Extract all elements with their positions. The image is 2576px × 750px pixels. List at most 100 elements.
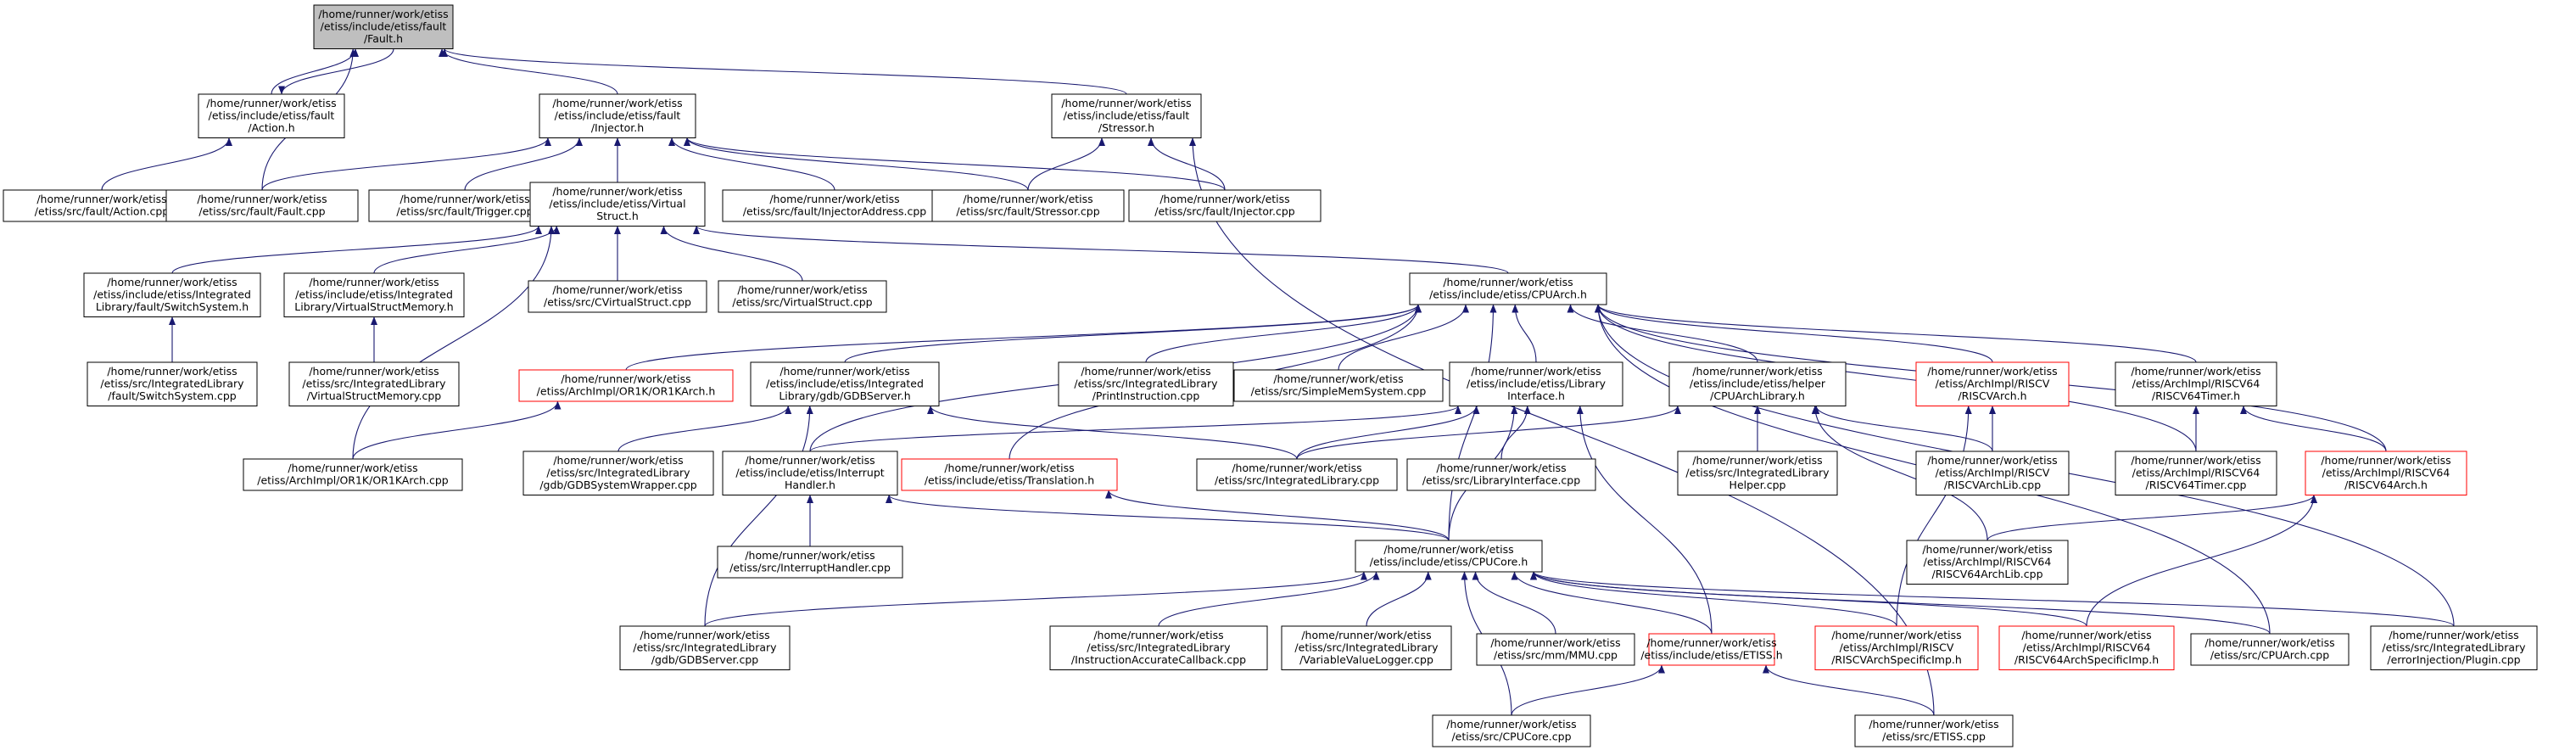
file-node-riscv64spec-h[interactable]: /home/runner/work/etiss/etiss/ArchImpl/R… bbox=[1998, 625, 2175, 670]
file-node-label-line: /home/runner/work/etiss bbox=[1273, 372, 1403, 385]
edge-libiface-cpp-to-libiface-h bbox=[1500, 406, 1531, 460]
edge-simplemem-cpp-to-cpuarch-h bbox=[1338, 304, 1469, 371]
file-node-libiface-h[interactable]: /home/runner/work/etiss/etiss/include/et… bbox=[1449, 361, 1623, 406]
file-node-label-line: /home/runner/work/etiss bbox=[318, 8, 448, 20]
file-node-stressor-cpp[interactable]: /home/runner/work/etiss/etiss/src/fault/… bbox=[931, 189, 1125, 222]
file-node-simplemem-cpp[interactable]: /home/runner/work/etiss/etiss/src/Simple… bbox=[1233, 369, 1444, 402]
file-node-injector-h[interactable]: /home/runner/work/etiss/etiss/include/et… bbox=[539, 93, 696, 138]
file-node-label-line: /etiss/include/etiss/fault bbox=[321, 20, 447, 33]
edge-riscv64spec-h-to-riscv64arch-h bbox=[2086, 495, 2317, 627]
file-node-intlibhelper-cpp[interactable]: /home/runner/work/etiss/etiss/src/Integr… bbox=[1677, 451, 1838, 495]
file-node-label-line: /etiss/include/etiss/CPUCore.h bbox=[1370, 556, 1528, 568]
file-node-box bbox=[2190, 633, 2350, 666]
file-node-box bbox=[1854, 714, 2014, 747]
file-node-label-line: /home/runner/work/etiss bbox=[1383, 543, 1513, 556]
file-node-label-line: /etiss/include/etiss/helper bbox=[1690, 378, 1826, 390]
file-node-cpucore-h[interactable]: /home/runner/work/etiss/etiss/include/et… bbox=[1355, 540, 1543, 573]
file-node-libiface-cpp[interactable]: /home/runner/work/etiss/etiss/src/Librar… bbox=[1406, 458, 1596, 491]
file-node-label-line: /home/runner/work/etiss bbox=[745, 549, 874, 562]
file-node-riscvspec-h[interactable]: /home/runner/work/etiss/etiss/ArchImpl/R… bbox=[1814, 625, 1979, 670]
file-node-riscvarch-h[interactable]: /home/runner/work/etiss/etiss/ArchImpl/R… bbox=[1915, 361, 2070, 406]
dependency-edge bbox=[1145, 304, 1422, 363]
file-node-injectoraddr-cpp[interactable]: /home/runner/work/etiss/etiss/src/fault/… bbox=[722, 189, 947, 222]
file-node-etiss-h[interactable]: /home/runner/work/etiss/etiss/include/et… bbox=[1640, 633, 1783, 666]
file-node-cpuarchlib-h[interactable]: /home/runner/work/etiss/etiss/include/et… bbox=[1668, 361, 1847, 406]
file-node-label-line: /home/runner/work/etiss bbox=[2131, 365, 2260, 378]
file-node-cpuarch-h[interactable]: /home/runner/work/etiss/etiss/include/et… bbox=[1409, 272, 1607, 305]
file-node-label-line: /etiss/src/CPUCore.cpp bbox=[1451, 730, 1571, 743]
file-node-box bbox=[1233, 369, 1444, 402]
file-node-label-line: /etiss/include/etiss/Interrupt bbox=[735, 467, 884, 479]
file-node-box bbox=[1814, 625, 1979, 670]
file-node-label-line: /etiss/src/IntegratedLibrary bbox=[2382, 641, 2526, 654]
file-node-injector-cpp[interactable]: /home/runner/work/etiss/etiss/src/fault/… bbox=[1128, 189, 1322, 222]
edge-gdbserver-cpp-to-cpucore-h bbox=[704, 571, 1367, 627]
file-node-fault-cpp[interactable]: /home/runner/work/etiss/etiss/src/fault/… bbox=[165, 189, 359, 222]
file-node-riscv64arch-h[interactable]: /home/runner/work/etiss/etiss/ArchImpl/R… bbox=[2305, 451, 2467, 495]
file-node-action-h[interactable]: /home/runner/work/etiss/etiss/include/et… bbox=[198, 93, 345, 138]
file-node-label-line: /home/runner/work/etiss bbox=[1869, 718, 1998, 730]
file-node-interrupt-cpp[interactable]: /home/runner/work/etiss/etiss/src/Interr… bbox=[717, 546, 903, 579]
file-node-switchsystem-cpp[interactable]: /home/runner/work/etiss/etiss/src/Integr… bbox=[87, 361, 258, 406]
file-node-vsmemory-h[interactable]: /home/runner/work/etiss/etiss/include/et… bbox=[283, 272, 465, 317]
file-node-virtualstruct-h[interactable]: /home/runner/work/etiss/etiss/include/et… bbox=[529, 182, 706, 227]
file-node-errinj-cpp[interactable]: /home/runner/work/etiss/etiss/src/Integr… bbox=[2370, 625, 2538, 670]
dependency-edge bbox=[1511, 571, 1713, 635]
file-node-label-line: /etiss/include/etiss/Integrated bbox=[295, 288, 453, 301]
file-node-printinstr-cpp[interactable]: /home/runner/work/etiss/etiss/src/Integr… bbox=[1058, 361, 1234, 406]
edge-intlib-cpp-to-libiface-h bbox=[1296, 406, 1480, 460]
file-node-gdbserver-cpp[interactable]: /home/runner/work/etiss/etiss/src/Integr… bbox=[619, 625, 791, 670]
file-node-label-line: /home/runner/work/etiss bbox=[1692, 365, 1822, 378]
dependency-edge bbox=[1530, 571, 1897, 627]
file-node-box bbox=[368, 189, 562, 222]
file-node-cvirtualstruct-cpp[interactable]: /home/runner/work/etiss/etiss/src/CVirtu… bbox=[528, 280, 707, 313]
file-node-label-line: /home/runner/work/etiss bbox=[1646, 636, 1776, 649]
file-node-box bbox=[1476, 633, 1635, 666]
file-node-riscv64timer-h[interactable]: /home/runner/work/etiss/etiss/ArchImpl/R… bbox=[2115, 361, 2277, 406]
file-node-box bbox=[619, 625, 791, 670]
file-node-trigger-cpp[interactable]: /home/runner/work/etiss/etiss/src/fault/… bbox=[368, 189, 562, 222]
file-node-label-line: /home/runner/work/etiss bbox=[1927, 365, 2057, 378]
file-node-or1karch-cpp[interactable]: /home/runner/work/etiss/etiss/ArchImpl/O… bbox=[243, 458, 463, 491]
file-node-label-line: /home/runner/work/etiss bbox=[1232, 462, 1361, 474]
file-node-gdbserver-h[interactable]: /home/runner/work/etiss/etiss/include/et… bbox=[750, 361, 940, 406]
dependency-edge bbox=[1500, 406, 1531, 460]
file-node-fault-h: /home/runner/work/etiss/etiss/include/et… bbox=[313, 4, 454, 49]
file-node-label-line: /etiss/src/IntegratedLibrary bbox=[1074, 378, 1218, 390]
dependency-edge bbox=[1530, 571, 2455, 627]
file-node-label-line: /etiss/ArchImpl/RISCV64 bbox=[2023, 641, 2151, 654]
file-node-vsmemory-cpp[interactable]: /home/runner/work/etiss/etiss/src/Integr… bbox=[288, 361, 460, 406]
file-node-virtualstruct-cpp[interactable]: /home/runner/work/etiss/etiss/src/Virtua… bbox=[718, 280, 887, 313]
file-node-translation-h[interactable]: /home/runner/work/etiss/etiss/include/et… bbox=[901, 458, 1118, 491]
file-node-riscv64timer-cpp[interactable]: /home/runner/work/etiss/etiss/ArchImpl/R… bbox=[2115, 451, 2277, 495]
file-node-intlib-cpp[interactable]: /home/runner/work/etiss/etiss/src/Integr… bbox=[1196, 458, 1398, 491]
file-node-riscvarchlib-cpp[interactable]: /home/runner/work/etiss/etiss/ArchImpl/R… bbox=[1915, 451, 2070, 495]
file-node-label-line: /etiss/src/IntegratedLibrary bbox=[546, 467, 690, 479]
edge-interrupt-h-to-libiface-h bbox=[809, 406, 1461, 452]
edge-switchsystem-h-to-virtualstruct-h bbox=[171, 226, 542, 274]
file-node-etiss-cpp[interactable]: /home/runner/work/etiss/etiss/src/ETISS.… bbox=[1854, 714, 2014, 747]
file-node-box bbox=[528, 280, 707, 313]
dependency-edge bbox=[1595, 304, 2197, 452]
file-node-box bbox=[718, 280, 887, 313]
file-node-cpucore-cpp[interactable]: /home/runner/work/etiss/etiss/src/CPUCor… bbox=[1432, 714, 1591, 747]
file-node-or1karch-h[interactable]: /home/runner/work/etiss/etiss/ArchImpl/O… bbox=[518, 369, 734, 402]
file-node-label-line: /RISCV64Arch.h bbox=[2344, 479, 2428, 491]
file-node-label-line: /etiss/src/IntegratedLibrary bbox=[633, 641, 777, 654]
file-node-instraccurate-cpp[interactable]: /home/runner/work/etiss/etiss/src/Integr… bbox=[1049, 625, 1268, 670]
file-node-cpuarch-cpp[interactable]: /home/runner/work/etiss/etiss/src/CPUArc… bbox=[2190, 633, 2350, 666]
file-node-interrupt-h[interactable]: /home/runner/work/etiss/etiss/include/et… bbox=[722, 451, 898, 495]
file-node-label-line: /home/runner/work/etiss bbox=[769, 193, 899, 205]
file-node-label-line: /etiss/src/VirtualStruct.cpp bbox=[732, 296, 872, 309]
file-node-label-line: /RISCV64Timer.cpp bbox=[2145, 479, 2246, 491]
edge-printinstr-cpp-to-cpuarch-h bbox=[1145, 304, 1422, 363]
file-node-gdbsyswrap-cpp[interactable]: /home/runner/work/etiss/etiss/src/Integr… bbox=[522, 451, 714, 495]
file-node-varlogger-cpp[interactable]: /home/runner/work/etiss/etiss/src/Integr… bbox=[1281, 625, 1452, 670]
edge-etiss-h-to-libiface-h bbox=[1576, 406, 1713, 635]
file-node-riscv64archlib-cpp[interactable]: /home/runner/work/etiss/etiss/ArchImpl/R… bbox=[1906, 540, 2069, 585]
file-node-stressor-h[interactable]: /home/runner/work/etiss/etiss/include/et… bbox=[1051, 93, 1202, 138]
edge-vsmemory-h-to-virtualstruct-h bbox=[373, 226, 561, 274]
file-node-switchsystem-h[interactable]: /home/runner/work/etiss/etiss/include/et… bbox=[83, 272, 261, 317]
file-node-mmu-cpp[interactable]: /home/runner/work/etiss/etiss/src/mm/MMU… bbox=[1476, 633, 1635, 666]
file-node-box bbox=[931, 189, 1125, 222]
